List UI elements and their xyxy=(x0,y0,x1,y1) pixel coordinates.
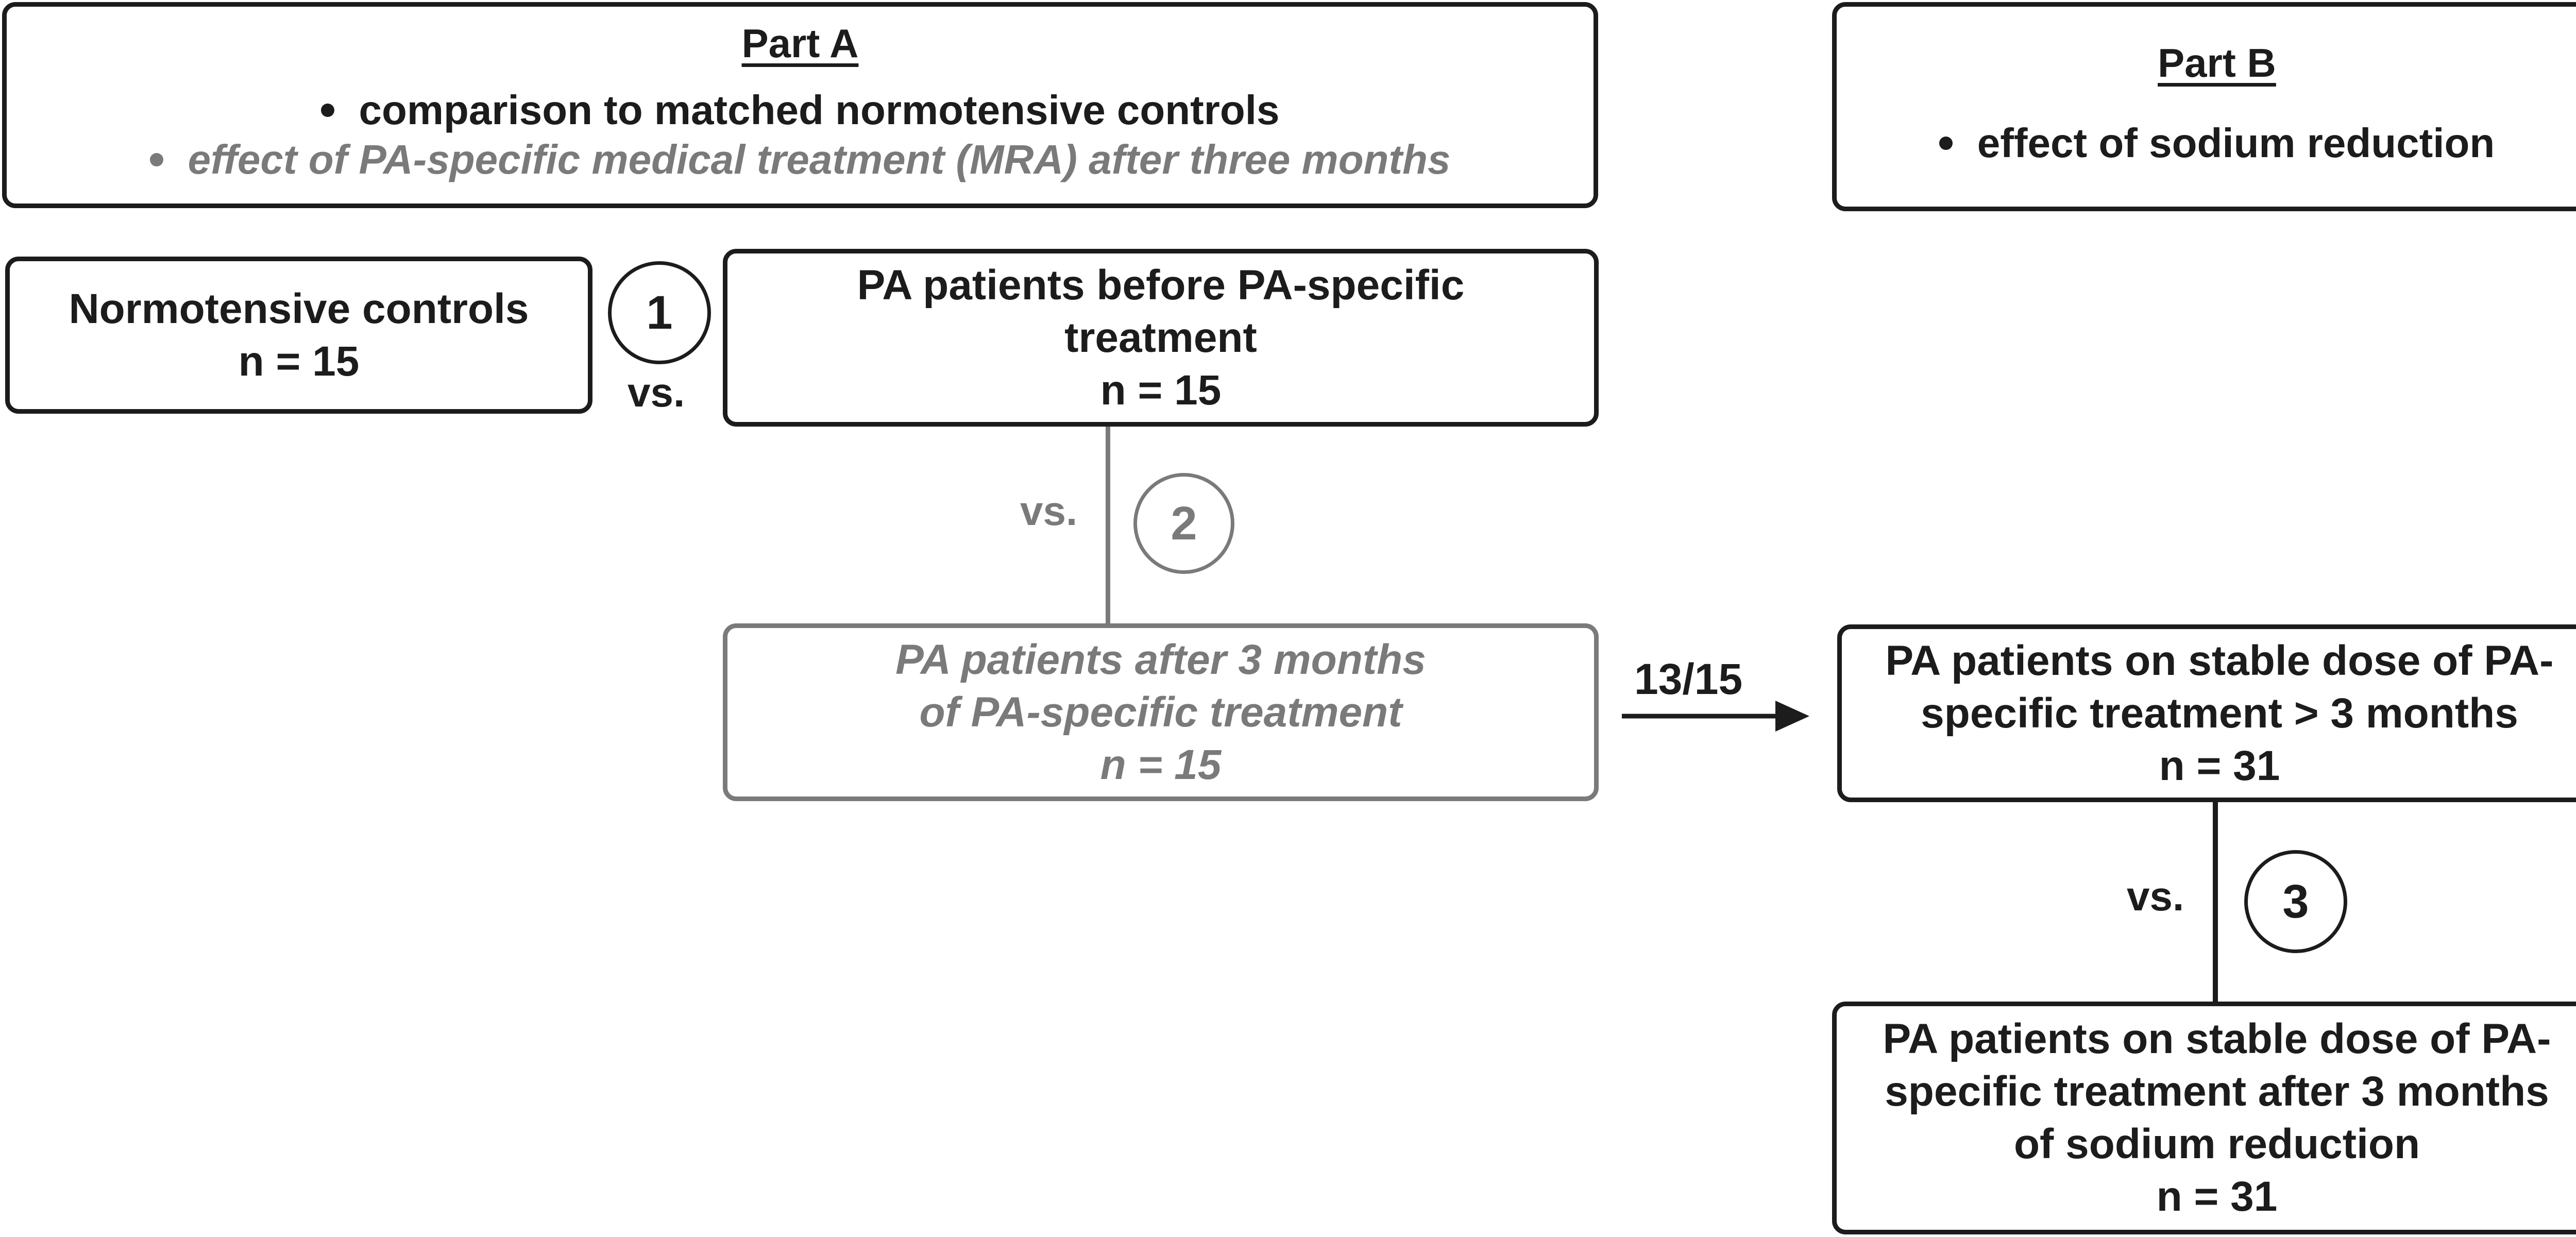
comparison-1-circle: 1 xyxy=(608,261,711,364)
part-a-bullet-2: effect of PA-specific medical treatment … xyxy=(149,136,1450,183)
comparison-3-vs: vs. xyxy=(2127,873,2184,919)
after-label-2: of PA-specific treatment xyxy=(919,688,1402,736)
sodium-label-3: of sodium reduction xyxy=(2013,1121,2420,1167)
after-treatment-box: PA patients after 3 months of PA-specifi… xyxy=(723,623,1599,801)
controls-box: Normotensive controls n = 15 xyxy=(5,257,592,414)
part-b-box: Part B effect of sodium reduction xyxy=(1832,2,2576,211)
comparison-1-vs: vs. xyxy=(628,369,685,415)
part-a-heading: Part A xyxy=(741,21,859,66)
comparison-1-number: 1 xyxy=(646,286,673,339)
bullet-icon xyxy=(1939,136,1953,150)
sodium-reduction-box: PA patients on stable dose of PA- specif… xyxy=(1832,1002,2576,1234)
comparison-3-circle: 3 xyxy=(2244,850,2347,953)
stable-count: n = 31 xyxy=(2159,742,2280,789)
stable-dose-box: PA patients on stable dose of PA- specif… xyxy=(1837,624,2576,802)
sodium-label-1: PA patients on stable dose of PA- xyxy=(1883,1015,2551,1062)
after-count: n = 15 xyxy=(1100,741,1222,788)
before-count: n = 15 xyxy=(1100,366,1222,414)
bullet-icon xyxy=(149,152,163,166)
comparison-3-number: 3 xyxy=(2282,875,2309,928)
bullet-icon xyxy=(320,103,334,117)
controls-count: n = 15 xyxy=(238,337,360,385)
stable-label-2: specific treatment > 3 months xyxy=(1921,689,2518,737)
comparison-2-number: 2 xyxy=(1171,497,1197,550)
part-a-box: Part A comparison to matched normotensiv… xyxy=(2,2,1598,208)
part-a-bullet-1: comparison to matched normotensive contr… xyxy=(320,87,1280,134)
stable-label-1: PA patients on stable dose of PA- xyxy=(1885,637,2554,684)
transfer-arrow-icon xyxy=(1622,701,1809,732)
connector-3 xyxy=(2213,802,2218,1004)
comparison-2-circle: 2 xyxy=(1133,473,1234,574)
sodium-count: n = 31 xyxy=(2156,1173,2278,1220)
connector-2 xyxy=(1106,427,1110,623)
transfer-label: 13/15 xyxy=(1634,655,1743,703)
before-label-1: PA patients before PA-specific xyxy=(857,261,1465,309)
part-b-bullet-1: effect of sodium reduction xyxy=(1939,120,2495,167)
controls-label: Normotensive controls xyxy=(69,285,529,332)
sodium-label-2: specific treatment after 3 months xyxy=(1885,1068,2549,1115)
before-treatment-box: PA patients before PA-specific treatment… xyxy=(723,249,1599,427)
after-label-1: PA patients after 3 months xyxy=(895,636,1426,683)
part-b-heading: Part B xyxy=(2158,40,2276,86)
before-label-2: treatment xyxy=(1064,314,1257,361)
comparison-2-vs: vs. xyxy=(1020,488,1078,534)
